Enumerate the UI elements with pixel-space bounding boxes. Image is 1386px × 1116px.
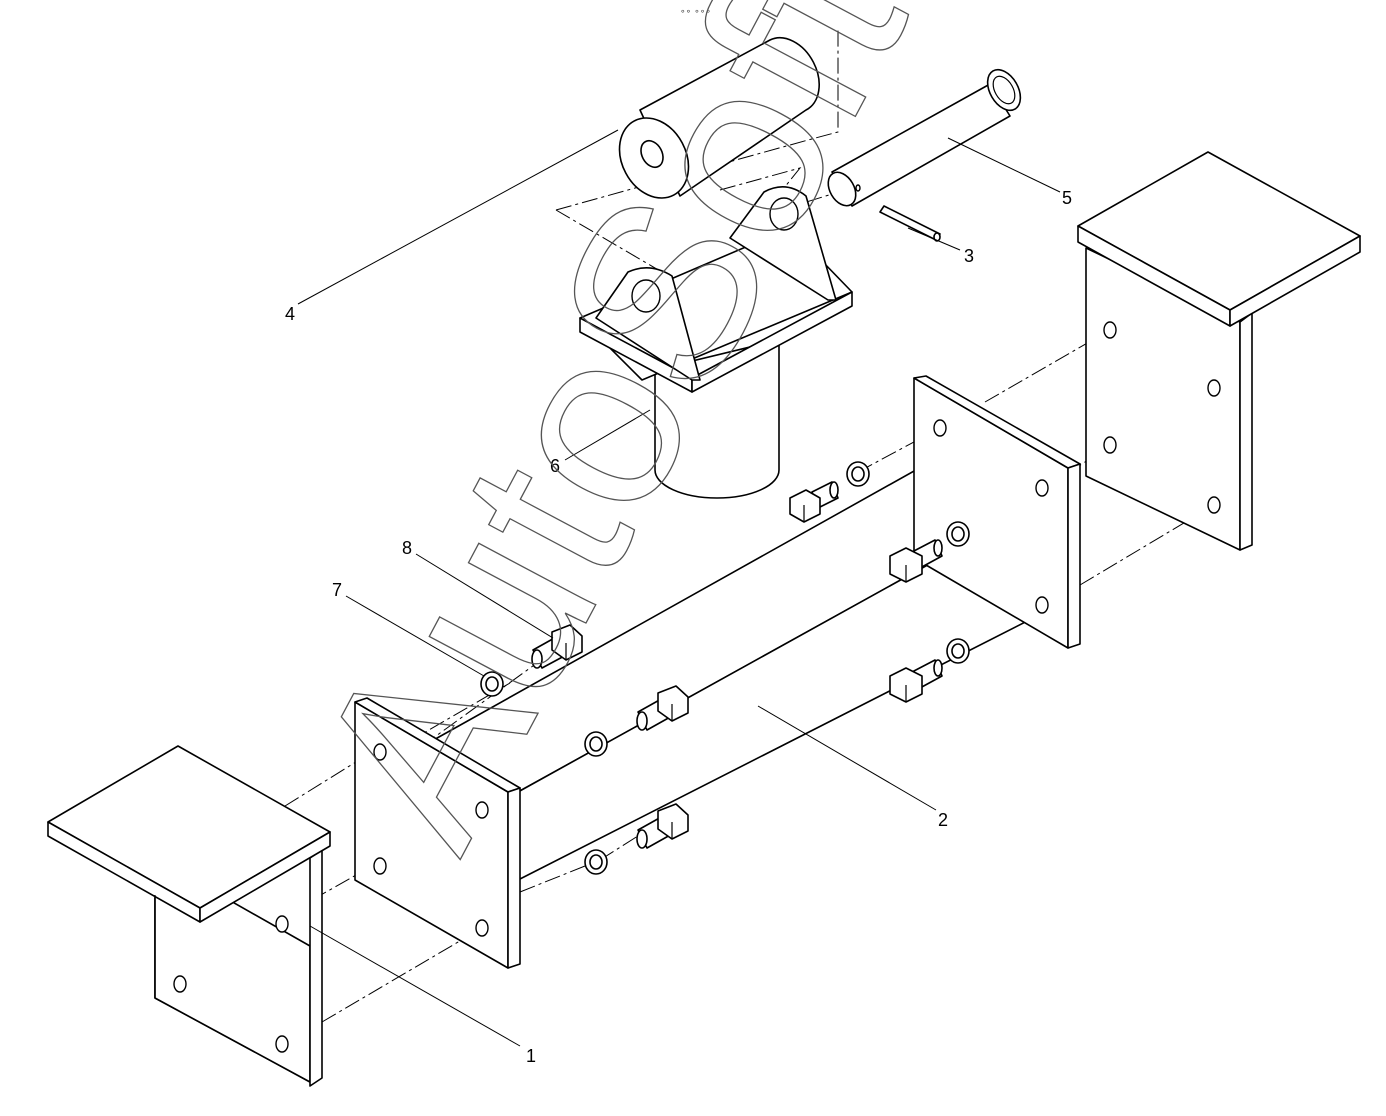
callout-1: 1 — [526, 1046, 536, 1066]
washer — [946, 521, 970, 547]
washer — [584, 731, 608, 757]
washer — [946, 638, 970, 664]
callout-8: 8 — [402, 538, 412, 558]
clevis-bracket — [579, 186, 853, 499]
washer — [846, 461, 870, 487]
split-pin — [879, 205, 941, 242]
pin — [827, 68, 1022, 207]
bolt — [636, 803, 689, 849]
callout-5: 5 — [1062, 188, 1072, 208]
end-plate-left — [354, 697, 521, 969]
callout-2: 2 — [938, 810, 948, 830]
bolt — [636, 685, 689, 731]
callout-6: 6 — [550, 456, 560, 476]
bolt — [531, 624, 583, 669]
callout-3: 3 — [964, 246, 974, 266]
washer — [480, 671, 504, 697]
callout-labels: 1 2 3 4 5 6 7 8 — [285, 188, 1072, 1066]
callout-4: 4 — [285, 304, 295, 324]
leader-lines — [297, 129, 1061, 1047]
top-mark: ∘∘ ∘∘∘ — [680, 7, 711, 17]
washer — [584, 849, 608, 875]
bolt-group — [480, 461, 970, 875]
bolt — [789, 481, 839, 523]
bolt — [889, 659, 943, 703]
callout-7: 7 — [332, 580, 342, 600]
end-plate-right — [913, 375, 1081, 649]
roller — [618, 37, 820, 199]
bolt — [889, 539, 943, 583]
bracket-right — [1077, 151, 1361, 551]
bracket-left — [47, 745, 331, 1087]
